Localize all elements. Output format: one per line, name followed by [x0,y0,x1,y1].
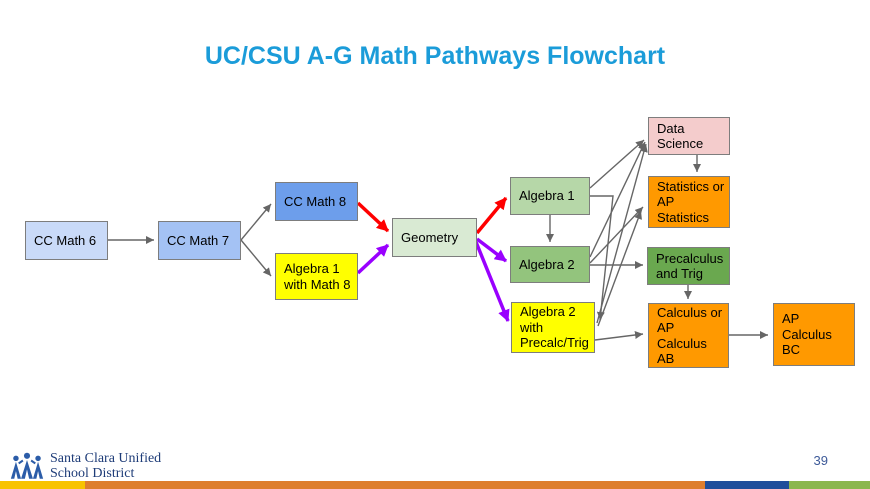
edge-algebra-2-with-precalc-trig--data-science [596,143,648,324]
node-data-science: Data Science [648,117,730,155]
node-label: Calculus or AP Calculus AB [657,304,723,367]
node-label: CC Math 8 [284,193,347,209]
edge-geometry--algebra-2 [475,237,508,263]
node-label: Geometry [401,229,459,245]
slide-title: UC/CSU A-G Math Pathways Flowchart [204,42,666,70]
node-label: Data Science [657,120,704,152]
node-label: Algebra 2 with Precalc/Trig [520,304,589,351]
edge-algebra-1--algebra-2-with-precalc-trig [590,195,614,321]
footer-bar-segment [789,481,870,489]
logo-text: Santa Clara Unified School District [50,451,162,481]
district-logo: Santa Clara Unified School District [10,444,161,482]
node-cc-math-8: CC Math 8 [275,182,358,221]
node-label: Algebra 1 with Math 8 [284,261,351,292]
node-statistics-or-ap-statistics: Statistics or AP Statistics [648,176,730,228]
logo-line2: School District [50,465,135,481]
edge-cc-math-8--geometry [356,201,390,233]
edge-algebra-2-with-precalc-trig--calculus-or-ap-calculus-ab [594,331,644,341]
node-algebra-1-with-math-8: Algebra 1 with Math 8 [275,253,358,300]
edge-cc-math-7--algebra-1-with-math-8 [240,239,272,277]
node-label: Algebra 2 [519,256,575,272]
edge-cc-math-7--cc-math-8 [240,203,272,241]
footer-bar-segment [85,481,705,489]
node-algebra-2-with-precalc-trig: Algebra 2 with Precalc/Trig [511,302,595,353]
edge-algebra-2--statistics-or-ap-statistics [589,206,644,264]
footer-bar-segment [705,481,789,489]
node-label: CC Math 7 [167,232,230,248]
edge-lines [108,139,768,341]
three-people-icon [10,452,44,479]
edge-algebra-2--data-science [589,141,646,258]
node-calculus-or-ap-calculus-ab: Calculus or AP Calculus AB [648,303,729,368]
node-label: Algebra 1 [519,188,575,204]
node-label: AP Calculus BC [782,311,832,358]
logo-icon-shapes [10,452,44,479]
node-precalculus-and-trig: Precalculus and Trig [647,247,730,285]
node-ap-calculus-bc: AP Calculus BC [773,303,855,366]
node-geometry: Geometry [392,218,477,257]
footer-bar [0,481,870,489]
edge-geometry--algebra-1 [475,196,508,235]
node-cc-math-6: CC Math 6 [25,221,108,260]
node-label: Statistics or AP Statistics [657,178,725,225]
node-label: Precalculus and Trig [656,250,724,282]
edge-algebra-2-with-precalc-trig--statistics-or-ap-statistics [597,210,642,327]
edge-algebra-1-with-math-8--geometry [356,243,390,275]
edge-geometry--algebra-2-with-precalc-trig [474,241,510,322]
node-label: CC Math 6 [34,232,97,248]
footer-bar-segment [0,481,85,489]
edge-algebra-1--data-science [589,139,645,189]
node-algebra-1: Algebra 1 [510,177,590,215]
node-cc-math-7: CC Math 7 [158,221,241,260]
node-algebra-2: Algebra 2 [510,246,590,283]
logo-line1: Santa Clara Unified [50,451,162,466]
page-number: 39 [813,453,828,468]
